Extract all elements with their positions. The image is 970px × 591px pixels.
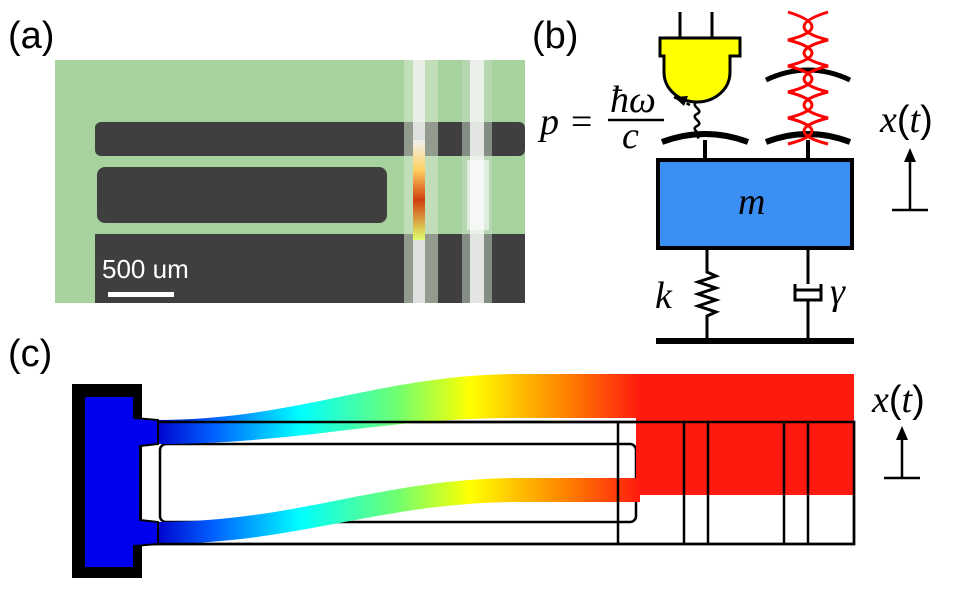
deformed-upper-beam xyxy=(155,374,640,444)
mass-label: m xyxy=(738,181,765,223)
displacement-arrowhead-b xyxy=(904,148,916,162)
spring-label: k xyxy=(655,275,673,317)
cavity-top-mirror xyxy=(764,67,852,83)
deformed-lower-beam xyxy=(155,478,640,544)
displacement-label-b: x(t) xyxy=(879,99,933,141)
laser-plug-icon xyxy=(658,12,742,104)
panel-b: (b) p = ħω c m k xyxy=(532,10,933,344)
micrograph xyxy=(55,60,525,303)
panel-a: (a) 500 um xyxy=(8,15,525,303)
left-mirror xyxy=(660,131,750,145)
dark-film-bottom xyxy=(95,234,525,303)
panel-a-label: (a) xyxy=(8,15,54,57)
panel-b-label: (b) xyxy=(532,15,578,57)
scale-bar-text: 500 um xyxy=(102,254,189,284)
optical-field-right xyxy=(802,10,829,146)
displacement-label-c: x(t) xyxy=(871,379,925,421)
panel-c-label: (c) xyxy=(8,333,52,375)
spring-icon xyxy=(693,248,721,340)
momentum-denominator: c xyxy=(622,115,639,157)
cavity-bottom-mirror xyxy=(764,131,852,145)
displaced-end-block xyxy=(636,374,854,495)
lower-slot xyxy=(97,167,387,223)
scale-bar xyxy=(108,292,174,297)
panel-c: (c) x(t) xyxy=(8,333,925,578)
anchor-block xyxy=(83,395,159,569)
displacement-arrowhead-c xyxy=(896,426,908,440)
optical-field-left xyxy=(787,10,814,146)
waveguide-highlight xyxy=(413,140,425,240)
damper-label: γ xyxy=(830,271,846,313)
damper-icon xyxy=(793,248,823,340)
momentum-lhs: p = xyxy=(537,101,594,143)
fiber-right-glare xyxy=(467,160,489,230)
mass-block xyxy=(656,158,854,250)
momentum-numerator: ħω xyxy=(610,79,656,121)
reflected-photon-arrowhead xyxy=(674,96,688,106)
optical-cavity xyxy=(764,10,852,160)
upper-slot xyxy=(95,122,525,156)
